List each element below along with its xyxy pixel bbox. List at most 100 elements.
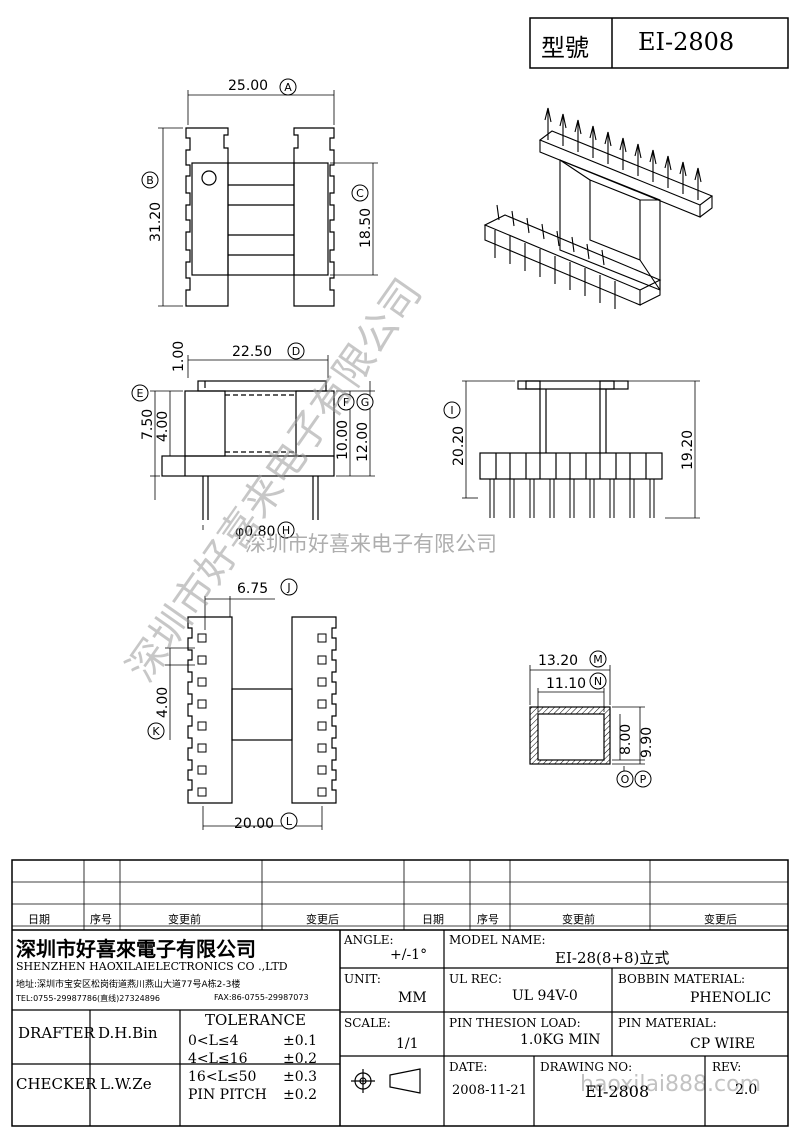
tolerance-title: TOLERANCE xyxy=(205,1011,306,1029)
dim-N: 11.10 xyxy=(546,676,586,692)
checker-label: CHECKER xyxy=(16,1075,97,1093)
projection-symbol xyxy=(351,1068,421,1094)
rev-header-after-2: 变更后 xyxy=(704,913,737,926)
marker-B xyxy=(141,171,159,189)
tolerance-value-1: ±0.1 xyxy=(283,1033,317,1049)
dim-J: 6.75 xyxy=(237,581,268,597)
isometric-view xyxy=(483,107,714,309)
bobbin-material-value: PHENOLIC xyxy=(690,990,772,1006)
front-view xyxy=(462,380,700,519)
marker-G xyxy=(356,393,374,411)
marker-letter-A: A xyxy=(284,81,292,94)
title-box xyxy=(529,17,789,69)
dim-L: 20.00 xyxy=(234,816,274,832)
angle-value: +/-1° xyxy=(390,947,428,963)
tolerance-range-1: 0<L≤4 xyxy=(188,1033,239,1049)
drafter-value: D.H.Bin xyxy=(98,1024,158,1042)
dim-B: 31.20 xyxy=(148,202,164,242)
tolerance-value-2: ±0.2 xyxy=(283,1051,317,1067)
marker-C xyxy=(351,184,369,202)
marker-letter-C: C xyxy=(356,187,364,200)
model-name-value: EI-28(8+8)立式 xyxy=(555,949,670,967)
tolerance-value-4: ±0.2 xyxy=(283,1087,317,1103)
watermark-url: haoxilai888.com xyxy=(580,1072,762,1097)
marker-F xyxy=(337,393,355,411)
watermark-horizontal: 深圳市好喜来电子有限公司 xyxy=(245,532,497,556)
rev-label: REV: xyxy=(712,1060,742,1074)
dim-G: 12.00 xyxy=(355,422,371,462)
scale-value: 1/1 xyxy=(396,1036,419,1052)
dim-I: 20.20 xyxy=(451,426,467,466)
marker-letter-E: E xyxy=(137,387,144,400)
marker-letter-K: K xyxy=(152,725,160,738)
pin-load-value: 1.0KG MIN xyxy=(520,1032,601,1048)
drawing-no-label: DRAWING NO: xyxy=(540,1060,633,1074)
dim-M: 13.20 xyxy=(538,653,578,669)
drafter-label: DRAFTER xyxy=(18,1024,95,1042)
technical-drawing: A B C D E F G H I J K L M N O P 25.00 31… xyxy=(131,17,789,832)
rev-header-date-2: 日期 xyxy=(422,913,444,926)
unit-label: UNIT: xyxy=(344,972,381,986)
ul-rec-label: UL REC: xyxy=(449,972,502,986)
marker-D xyxy=(287,342,305,360)
checker-value: L.W.Ze xyxy=(100,1075,152,1093)
drawing-no-value: EI-2808 xyxy=(585,1082,650,1101)
dim-400-side: 4.00 xyxy=(155,411,171,442)
tolerance-range-3: 16<L≤50 xyxy=(188,1069,257,1085)
dim-P: 9.90 xyxy=(639,727,655,758)
marker-M xyxy=(589,650,607,668)
dim-1920: 19.20 xyxy=(680,430,696,470)
dim-F: 10.00 xyxy=(335,420,351,460)
marker-letter-D: D xyxy=(292,345,300,358)
date-value: 2008-11-21 xyxy=(452,1083,527,1098)
marker-L xyxy=(280,812,298,830)
marker-letter-L: L xyxy=(286,815,293,828)
marker-K xyxy=(147,722,165,740)
bobbin-material-label: BOBBIN MATERIAL: xyxy=(618,972,746,986)
dim-K: 4.00 xyxy=(155,687,171,718)
side-view xyxy=(150,355,375,530)
marker-J xyxy=(280,578,298,596)
marker-A xyxy=(279,78,297,96)
tolerance-value-3: ±0.3 xyxy=(283,1069,317,1085)
dim-E: 7.50 xyxy=(140,409,156,440)
marker-letter-H: H xyxy=(282,524,290,537)
model-name-label: MODEL NAME: xyxy=(449,933,546,947)
marker-letter-O: O xyxy=(621,773,630,786)
bottom-view xyxy=(165,596,337,830)
marker-N xyxy=(589,672,607,690)
model-value: EI-2808 xyxy=(638,28,735,56)
marker-letter-N: N xyxy=(594,675,602,688)
pin-material-label: PIN MATERIAL: xyxy=(618,1016,717,1030)
company-tel: TEL:0755-29987786(直线)27324896 xyxy=(16,994,161,1003)
rev-header-no-2: 序号 xyxy=(477,913,499,926)
pin-load-label: PIN THESION LOAD: xyxy=(449,1016,581,1030)
rev-header-no-1: 序号 xyxy=(90,913,112,926)
marker-O xyxy=(616,770,634,788)
unit-value: MM xyxy=(398,990,427,1006)
marker-letter-M: M xyxy=(593,653,603,666)
marker-P xyxy=(634,770,652,788)
company-fax: FAX:86-0755-29987073 xyxy=(214,993,309,1002)
company-name-en: SHENZHEN HAOXILAIELECTRONICS CO .,LTD xyxy=(16,960,288,973)
angle-label: ANGLE: xyxy=(344,933,394,947)
title-block-table xyxy=(11,859,789,1127)
ul-rec-value: UL 94V-0 xyxy=(512,988,578,1004)
rev-header-before-1: 变更前 xyxy=(168,913,201,926)
marker-letter-J: J xyxy=(286,581,290,594)
rev-header-after-1: 变更后 xyxy=(306,913,339,926)
scale-label: SCALE: xyxy=(344,1016,391,1030)
dim-O: 8.00 xyxy=(618,724,634,755)
dim-H: φ0.80 xyxy=(235,524,275,540)
dimension-markers xyxy=(131,78,652,830)
marker-I xyxy=(443,401,461,419)
company-address: 地址:深圳市宝安区松岗街道燕川燕山大道77号A栋2-3楼 xyxy=(16,980,241,990)
marker-E xyxy=(131,384,149,402)
marker-letter-B: B xyxy=(146,174,154,187)
dim-A: 25.00 xyxy=(228,78,268,94)
section-view xyxy=(529,665,645,772)
date-label: DATE: xyxy=(449,1060,488,1074)
marker-letter-G: G xyxy=(361,396,370,409)
rev-header-date-1: 日期 xyxy=(28,913,50,926)
